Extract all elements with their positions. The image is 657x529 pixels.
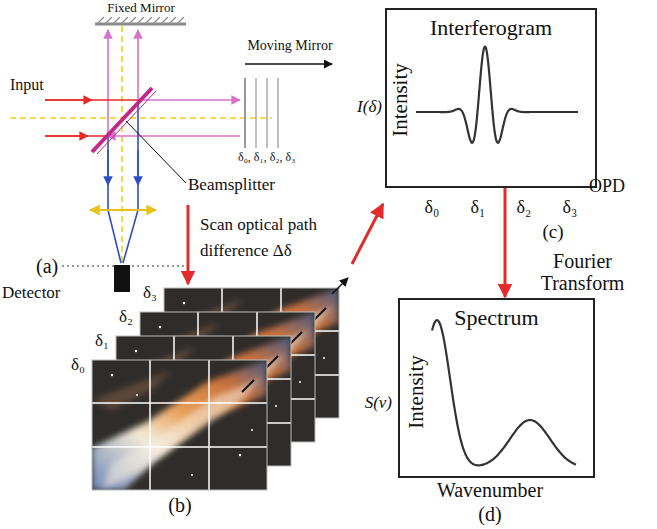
- panel-title: Interferogram: [387, 15, 595, 40]
- mirror-hatch: [98, 17, 184, 23]
- focus-ray: [108, 210, 121, 263]
- beam-ray: [137, 30, 139, 103]
- panel-label: (a): [36, 255, 58, 278]
- moving-mirror: [266, 78, 268, 148]
- beamsplitter-plate: [97, 91, 156, 154]
- axis-title: Intensity: [404, 355, 428, 429]
- moving-mirror: [277, 78, 279, 148]
- output-arrow: [107, 150, 109, 185]
- part-name: Beamsplitter: [188, 175, 275, 195]
- lens-symbol: [90, 209, 156, 211]
- frame-label: δ₂: [119, 307, 133, 327]
- flow-arrow: [352, 204, 383, 264]
- output-ray: [137, 103, 139, 210]
- input-ray: [45, 99, 141, 101]
- input-arrow: [45, 135, 88, 137]
- pointer-arrow: [332, 278, 348, 294]
- panel-title: Spectrum: [400, 305, 593, 330]
- tick-label: δ₀: [425, 197, 440, 218]
- beamsplitter-plate: [92, 88, 152, 152]
- part-name: Detector: [2, 283, 61, 303]
- axis-symbol: I(δ): [357, 97, 382, 117]
- part-name: Fixed Mirror: [107, 1, 175, 16]
- optical-axis: [121, 26, 123, 262]
- output-arrow: [137, 150, 139, 185]
- interferogram-curve: [416, 47, 578, 143]
- frame-label: δ₁: [95, 331, 109, 351]
- frame-label: δ₃: [143, 283, 157, 303]
- leader-line: [126, 121, 186, 183]
- tick-label: δ₂: [517, 197, 532, 218]
- focus-ray: [123, 210, 138, 263]
- panel-label: (c): [542, 221, 563, 243]
- beam-ray: [107, 135, 240, 137]
- axis-title: Wavenumber: [437, 479, 543, 502]
- output-ray: [107, 135, 109, 210]
- part-name: Input: [10, 76, 44, 94]
- edge-label: Fourier Transform: [525, 250, 640, 294]
- axis-title: Intensity: [388, 63, 412, 137]
- part-name: Moving Mirror: [247, 38, 332, 54]
- optical-axis: [10, 117, 272, 119]
- tick-label: δ₃: [563, 197, 578, 218]
- axis-title: OPD: [589, 176, 625, 197]
- panel-label: (b): [168, 494, 191, 517]
- input-arrow: [45, 99, 92, 101]
- frame-label: δ₀: [71, 355, 85, 375]
- panel-label: (d): [478, 503, 501, 526]
- plot-panel: Interferogram: [385, 8, 597, 188]
- beam-ray: [141, 99, 240, 101]
- position-label: δ₀, δ₁, δ₂, δ₃: [238, 151, 295, 165]
- image-frame: [92, 360, 267, 490]
- flow-arrow: [187, 205, 190, 284]
- input-ray: [45, 135, 107, 137]
- flow-arrow: [504, 188, 507, 297]
- spectrum-curve: [432, 320, 576, 465]
- beam-ray: [107, 30, 109, 135]
- detector-symbol: [114, 265, 130, 292]
- moving-mirror: [244, 78, 246, 148]
- axis-symbol: S(ν): [365, 393, 392, 413]
- motion-arrow: [245, 63, 332, 65]
- tick-label: δ₁: [471, 197, 486, 218]
- step-note: Scan optical path difference Δδ: [200, 212, 350, 265]
- moving-mirror: [255, 78, 257, 148]
- fixed-mirror: [95, 23, 186, 26]
